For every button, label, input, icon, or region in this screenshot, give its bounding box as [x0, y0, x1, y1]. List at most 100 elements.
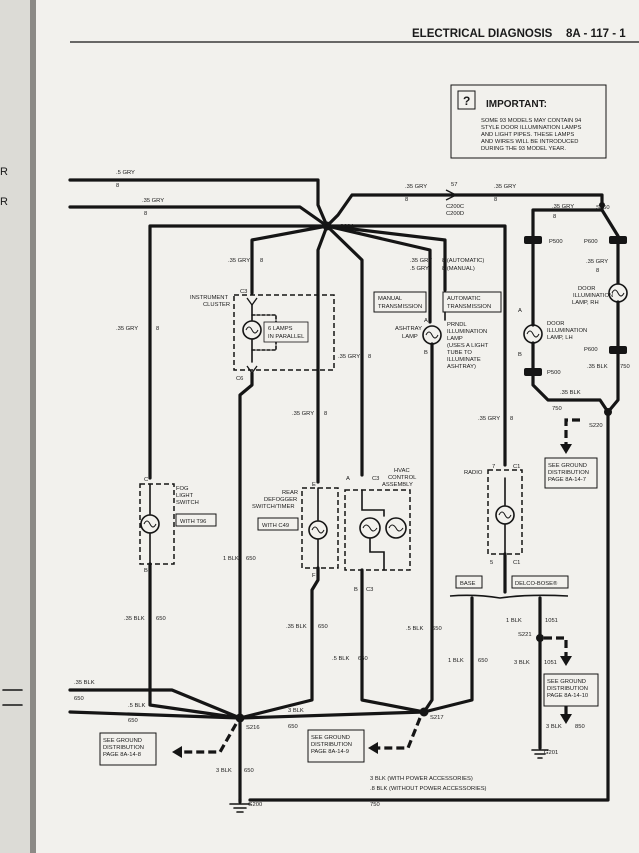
important-icon	[457, 90, 476, 110]
label-conn-e: E	[312, 482, 316, 488]
door-lh-line: ILLUMINATION	[547, 328, 587, 334]
label-p600: P600	[584, 239, 598, 245]
label-radio: RADIO	[464, 470, 483, 476]
label-650: 650	[74, 696, 84, 702]
ground-ref-link	[564, 418, 580, 452]
ground-ref-text: DISTRIBUTION	[548, 470, 589, 476]
wire-cluster-ground	[238, 371, 254, 720]
label-s217: S217	[430, 715, 444, 721]
label-gry-35: .35 GRY	[478, 416, 500, 422]
ground-g200-symbol	[229, 803, 251, 813]
ground-ref-text: DISTRIBUTION	[547, 686, 588, 692]
lamp-filament	[498, 511, 512, 519]
connector-p500	[524, 236, 542, 244]
important-line: SOME 93 MODELS MAY CONTAIN 94	[481, 118, 582, 124]
ground-ref-text: SEE GROUND	[547, 679, 586, 685]
label-blk-35: .35 BLK	[560, 390, 581, 396]
label-gry-35: .35 GRY	[552, 204, 574, 210]
hvac-box	[344, 489, 411, 571]
label-conn-f: F	[312, 573, 316, 579]
label-instrument-cluster: INSTRUMENT	[190, 295, 228, 301]
lamp-filament	[611, 289, 625, 297]
label-c6: C6	[236, 376, 243, 382]
wire-to-prndl	[325, 224, 447, 292]
label-automatic-transmission: AUTOMATIC	[447, 296, 481, 302]
connector-c200-symbol	[445, 189, 458, 201]
label-conn-b: B	[354, 587, 358, 593]
hvac-line: ASSEMBLY	[382, 482, 413, 488]
base-bose-split	[449, 594, 569, 599]
hvac-label: HVAC CONTROL ASSEMBLY	[382, 468, 417, 488]
hvac-line: HVAC	[394, 468, 410, 474]
door-rh-line: LAMP, RH	[572, 300, 599, 306]
prndl-line: LAMP	[447, 336, 463, 342]
lamp-filament	[311, 526, 325, 534]
header-page: 8A - 117 - 1	[566, 28, 626, 40]
wire-5-blk-left	[68, 710, 242, 720]
label-1051: 1051	[545, 618, 558, 624]
ground-ref-text: PAGE 8A-14-8	[103, 752, 141, 758]
label-1051: 1051	[544, 660, 557, 666]
label-gry-35: .35 GRY	[405, 184, 427, 190]
wire-door-rh-feed	[600, 208, 620, 238]
label-blk-3: 3 BLK	[546, 724, 562, 730]
wire-750-main-ground	[248, 410, 610, 802]
door-rh-line: ILLUMINATION	[573, 293, 613, 299]
lamp-filament	[362, 524, 378, 532]
important-line: AND WIRES WILL BE INTRODUCED	[481, 139, 578, 145]
label-gry-35: .35 GRY	[494, 184, 516, 190]
instrument-cluster-box	[233, 294, 335, 371]
arrow-icon	[368, 742, 378, 754]
label-650: 650	[478, 658, 488, 664]
prndl-line: (USES A LIGHT	[447, 343, 489, 349]
label-650: 650	[128, 718, 138, 724]
left-page-edge	[0, 0, 30, 853]
label-base: BASE	[460, 581, 476, 587]
label-circuit-8: 8	[553, 214, 556, 220]
ground-ref-text: DISTRIBUTION	[311, 742, 352, 748]
s224-branches	[148, 224, 507, 484]
prndl-line: ASHTRAY)	[447, 364, 476, 370]
label-conn-b: B	[424, 350, 428, 356]
connector-p500-lower	[524, 368, 542, 376]
wire-hvac-ground	[360, 568, 426, 714]
label-blk-1: 1 BLK	[448, 658, 464, 664]
wire-35-gry-top	[68, 205, 329, 228]
label-p500: P500	[549, 239, 563, 245]
label-circuit-8: 8	[156, 326, 159, 332]
arrow-icon	[172, 746, 182, 758]
prndl-line: ILLUMINATE	[447, 357, 481, 363]
ground-ref-box-148	[99, 732, 157, 766]
wire-to-cluster	[250, 224, 329, 295]
ground-ref-text: PAGE 8A-14-10	[547, 693, 588, 699]
fog-line: LIGHT	[176, 493, 194, 499]
rear-defogger-box	[301, 487, 339, 569]
label-conn-a: A	[424, 318, 428, 324]
prndl-line: TUBE TO	[447, 350, 472, 356]
label-conn-a: A	[346, 476, 350, 482]
door-lh-line: DOOR	[547, 321, 564, 327]
fog-switch-box	[139, 483, 175, 565]
hvac-line: CONTROL	[388, 475, 417, 481]
label-c1: C1	[513, 464, 520, 470]
wire-to-hvac	[325, 224, 364, 477]
ground-ref-text: SEE GROUND	[311, 735, 350, 741]
label-circuit-8: 8	[324, 411, 327, 417]
label-ashtray-lamp: LAMP	[402, 334, 418, 340]
wire-to-ashtray	[325, 224, 432, 324]
label-s216: S216	[246, 725, 260, 731]
label-circuit-8: 8	[405, 197, 408, 203]
prndl-line: PRNDL	[447, 322, 467, 328]
label-blk-35: .35 BLK	[587, 364, 608, 370]
label-650: 650	[318, 624, 328, 630]
label-bottom-note-2: .8 BLK (WITHOUT POWER ACCESSORIES)	[370, 786, 487, 792]
label-with-c49: WITH C49	[262, 523, 289, 529]
connector-p600-lower	[609, 346, 627, 354]
automatic-transmission-box	[442, 291, 502, 313]
left-page-text-1: R	[0, 166, 8, 178]
label-with-t96: WITH T96	[180, 519, 206, 525]
label-blk-35: .35 BLK	[124, 616, 145, 622]
wire-door-lh-feed	[531, 203, 604, 238]
header-section: ELECTRICAL DIAGNOSIS	[412, 28, 553, 40]
label-circuit-8: 8	[116, 183, 119, 189]
